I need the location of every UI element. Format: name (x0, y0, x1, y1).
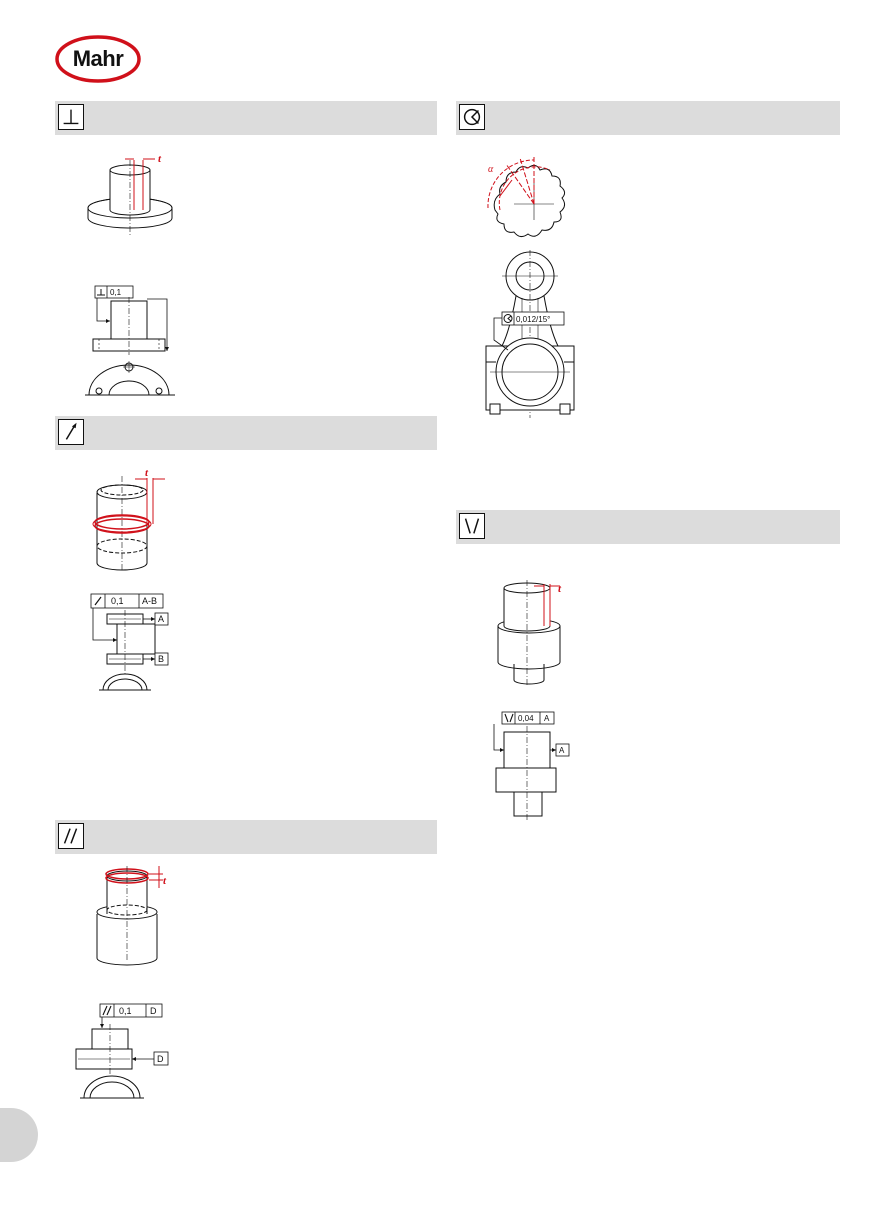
section-header-perpendicularity (55, 101, 437, 135)
section-header-parallelism (55, 820, 437, 854)
parallelism-3d-drawing: t (96, 866, 167, 966)
page-tab (0, 1108, 38, 1162)
conicity-callout-datum: A (544, 714, 550, 723)
section-header-sector-angle (456, 101, 840, 135)
section-header-conicity (456, 510, 840, 544)
runout-callout-value: 0,1 (111, 596, 124, 606)
runout-datum-b: B (158, 654, 164, 664)
sector-callout-value: 0,012/15° (516, 315, 550, 324)
tolerance-label: t (145, 468, 149, 479)
conicity-callout-value: 0,04 (518, 714, 534, 723)
tolerance-label: t (558, 583, 562, 595)
conicity-icon (459, 513, 485, 539)
tolerance-label: t (163, 875, 167, 887)
perpendicularity-icon (58, 104, 84, 130)
parallelism-2d-drawing: 0,1 D D (75, 1003, 169, 1099)
tolerance-label: t (158, 153, 162, 165)
circular-runout-icon (58, 419, 84, 445)
circular-runout-2d-drawing: 0,1 A-B A B (90, 593, 169, 691)
circular-runout-3d-drawing: t (92, 468, 165, 572)
mahr-logo (55, 35, 141, 83)
sector-angle-icon (459, 104, 485, 130)
sector-angle-3d-drawing: α (487, 156, 566, 238)
conicity-3d-drawing: t (497, 580, 562, 686)
mahr-logo-text: Mahr (72, 46, 124, 71)
perpendicularity-callout-value: 0,1 (110, 288, 122, 297)
parallelism-icon (58, 823, 84, 849)
conicity-2d-drawing: 0,04 A A (493, 711, 570, 822)
runout-callout-datum: A-B (142, 596, 157, 606)
sector-angle-2d-drawing: 0,012/15° (485, 250, 575, 418)
alpha-label: α (488, 164, 494, 175)
runout-datum-a: A (158, 614, 164, 624)
parallelism-callout-value: 0,1 (119, 1006, 132, 1016)
parallelism-callout-datum: D (150, 1006, 157, 1016)
perpendicularity-2d-drawing: 0,1 (85, 285, 175, 396)
section-header-circular-runout (55, 416, 437, 450)
parallelism-datum-d: D (157, 1054, 164, 1064)
conicity-datum-a: A (559, 746, 565, 755)
perpendicularity-3d-drawing: t (87, 153, 173, 235)
